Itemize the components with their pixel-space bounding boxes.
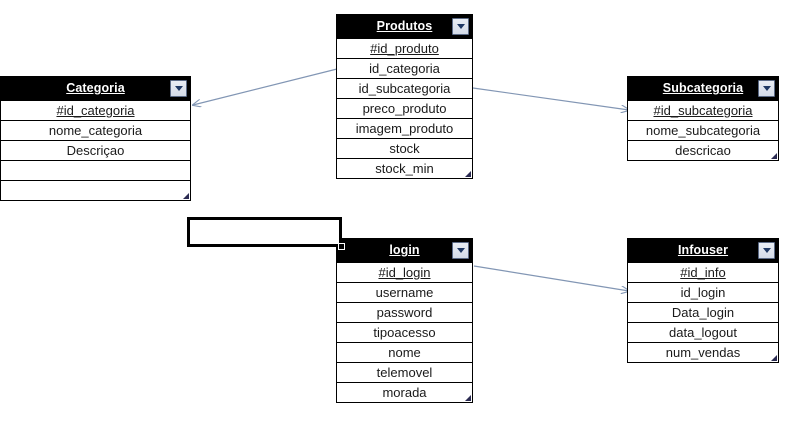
entity-field-produtos-2[interactable]: id_subcategoria	[337, 78, 472, 98]
entity-field-login-3[interactable]: tipoacesso	[337, 322, 472, 342]
resize-handle-login[interactable]	[465, 395, 471, 401]
relationship-line-produtos-subcategoria	[472, 87, 629, 110]
entity-title-categoria: Categoria	[66, 81, 125, 96]
entity-field-infouser-0[interactable]: #id_info	[628, 262, 778, 282]
relationship-line-login-infouser	[473, 265, 629, 291]
entity-field-produtos-5[interactable]: stock	[337, 138, 472, 158]
entity-header-login: login	[337, 239, 472, 262]
entity-field-produtos-1[interactable]: id_categoria	[337, 58, 472, 78]
entity-header-subcategoria: Subcategoria	[628, 77, 778, 100]
entity-field-login-2[interactable]: password	[337, 302, 472, 322]
resize-handle-produtos[interactable]	[465, 171, 471, 177]
entity-title-infouser: Infouser	[677, 243, 729, 258]
entity-field-infouser-4[interactable]: num_vendas	[628, 342, 778, 362]
resize-handle-infouser[interactable]	[771, 355, 777, 361]
entity-field-login-4[interactable]: nome	[337, 342, 472, 362]
chevron-down-glyph	[174, 86, 183, 91]
chevron-down-glyph	[762, 248, 771, 253]
entity-field-login-0[interactable]: #id_login	[337, 262, 472, 282]
entity-header-infouser: Infouser	[628, 239, 778, 262]
chevron-down-icon[interactable]	[758, 242, 775, 259]
entity-title-subcategoria: Subcategoria	[662, 81, 744, 96]
chevron-down-icon[interactable]	[758, 80, 775, 97]
selection-handle-bottom-right[interactable]	[338, 243, 345, 250]
entity-field-produtos-6[interactable]: stock_min	[337, 158, 472, 178]
relationship-line-produtos-categoria	[193, 68, 338, 105]
empty-selected-shape[interactable]	[187, 217, 342, 247]
entity-header-categoria: Categoria	[1, 77, 190, 100]
entity-field-login-5[interactable]: telemovel	[337, 362, 472, 382]
entity-field-categoria-2[interactable]: Descriçao	[1, 140, 190, 160]
entity-title-login: login	[389, 243, 420, 258]
entity-field-produtos-4[interactable]: imagem_produto	[337, 118, 472, 138]
entity-field-empty[interactable]	[1, 160, 190, 180]
entity-header-produtos: Produtos	[337, 15, 472, 38]
entity-field-infouser-2[interactable]: Data_login	[628, 302, 778, 322]
resize-handle-categoria[interactable]	[183, 193, 189, 199]
entity-field-login-1[interactable]: username	[337, 282, 472, 302]
entity-field-infouser-1[interactable]: id_login	[628, 282, 778, 302]
chevron-down-glyph	[456, 24, 465, 29]
entity-field-infouser-3[interactable]: data_logout	[628, 322, 778, 342]
chevron-down-icon[interactable]	[452, 242, 469, 259]
entity-field-categoria-1[interactable]: nome_categoria	[1, 120, 190, 140]
entity-field-produtos-3[interactable]: preco_produto	[337, 98, 472, 118]
entity-field-categoria-0[interactable]: #id_categoria	[1, 100, 190, 120]
resize-handle-subcategoria[interactable]	[771, 153, 777, 159]
entity-field-login-6[interactable]: morada	[337, 382, 472, 402]
entity-title-produtos: Produtos	[376, 19, 433, 34]
chevron-down-icon[interactable]	[170, 80, 187, 97]
entity-field-produtos-0[interactable]: #id_produto	[337, 38, 472, 58]
entity-field-subcategoria-1[interactable]: nome_subcategoria	[628, 120, 778, 140]
entity-field-subcategoria-2[interactable]: descricao	[628, 140, 778, 160]
chevron-down-glyph	[456, 248, 465, 253]
entity-field-subcategoria-0[interactable]: #id_subcategoria	[628, 100, 778, 120]
entity-field-empty[interactable]	[1, 180, 190, 200]
chevron-down-icon[interactable]	[452, 18, 469, 35]
chevron-down-glyph	[762, 86, 771, 91]
